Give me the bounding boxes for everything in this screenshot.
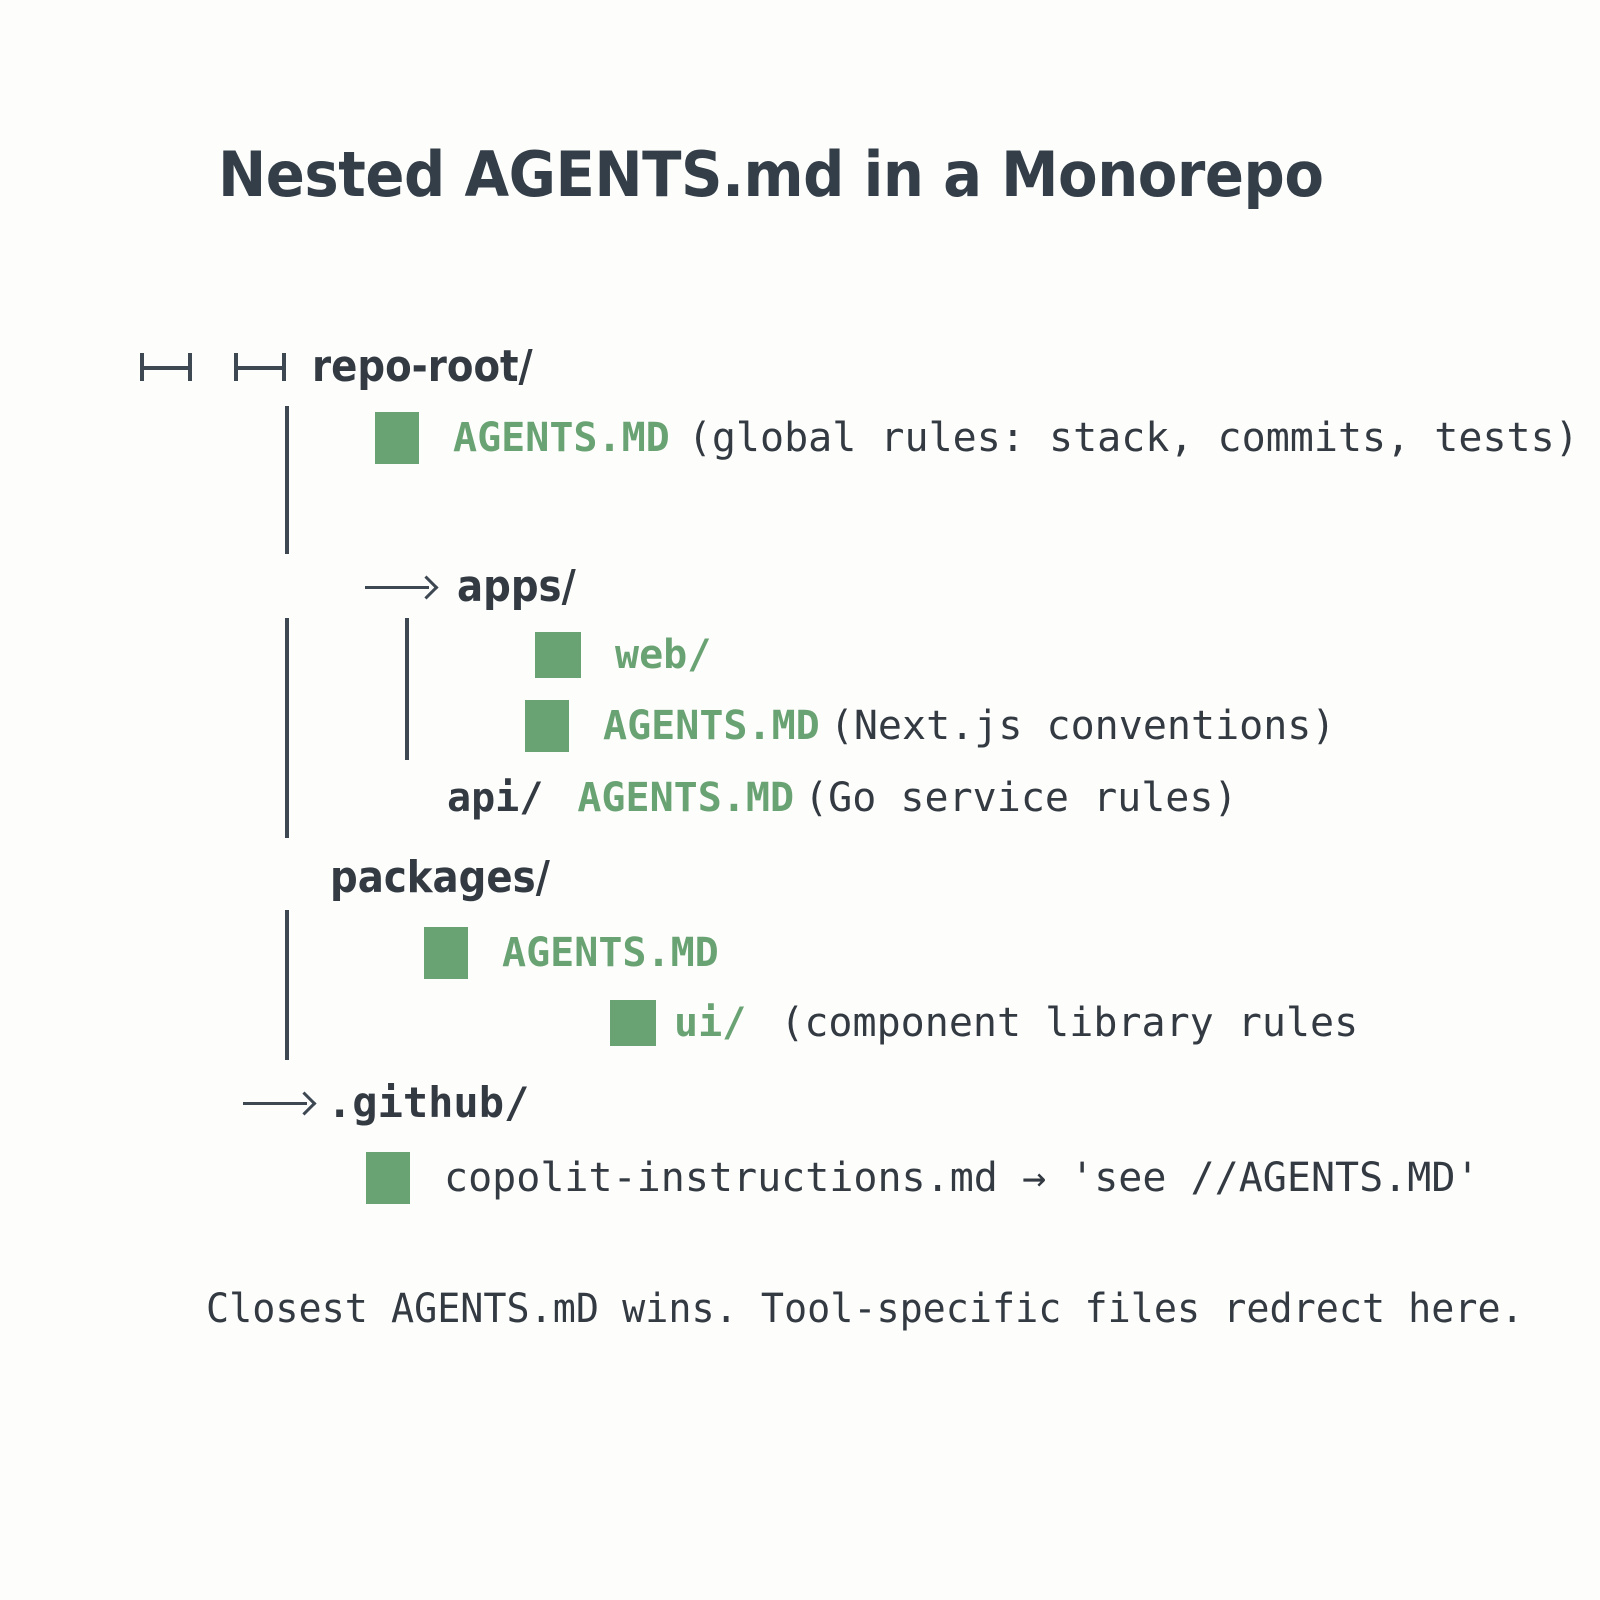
file-name-agents-md: AGENTS.MD (502, 930, 719, 976)
file-note: (Next.js conventions) (829, 703, 1336, 749)
dir-name-web: web/ (615, 632, 712, 678)
tree-row-ui[interactable]: ui/ (component library rules (610, 1000, 1358, 1046)
tree-row-web-agents[interactable]: AGENTS.MD (Next.js conventions) (525, 700, 1335, 752)
tree-row-copilot-instructions[interactable]: copolit-instructions.md → 'see //AGENTS.… (366, 1152, 1480, 1204)
tree-label-packages: packages/ (330, 852, 550, 903)
tree-guide-line-root-2 (285, 618, 289, 838)
file-note: (global rules: stack, commits, tests) (687, 415, 1579, 461)
green-file-icon (375, 412, 419, 464)
footer-caption: Closest AGENTS.mD wins. Tool-specific fi… (206, 1286, 1524, 1332)
tree-row-packages-agents[interactable]: AGENTS.MD (424, 927, 719, 979)
tree-row-web[interactable]: web/ (535, 632, 711, 678)
tree-guide-line-root-3 (285, 910, 289, 1060)
file-name-copilot-instructions: copolit-instructions.md → 'see //AGENTS.… (444, 1155, 1480, 1201)
arrow-right-icon (365, 568, 439, 606)
green-file-icon (525, 700, 569, 752)
tree-guide-line-apps (405, 618, 409, 760)
tree-guide-line-root-1 (285, 406, 289, 554)
green-file-icon (366, 1152, 410, 1204)
tree-row-packages[interactable]: packages/ (330, 856, 580, 900)
tree-row-api[interactable]: api/ AGENTS.MD (Go service rules) (447, 778, 1238, 818)
file-name-agents-md: AGENTS.MD (453, 415, 670, 461)
tree-label-github: .github/ (327, 1078, 530, 1127)
file-note: (component library rules (780, 1000, 1359, 1046)
bracket-icon (140, 347, 200, 387)
dir-name-ui: ui/ (674, 1000, 747, 1046)
green-file-icon (610, 1000, 656, 1046)
tree-row-apps[interactable]: apps/ (365, 565, 592, 609)
file-name-agents-md: AGENTS.MD (603, 703, 820, 749)
tree-label-repo-root: repo-root/ (312, 341, 533, 392)
tree-label-apps: apps/ (457, 561, 576, 612)
green-file-icon (424, 927, 468, 979)
page-title: Nested AGENTS.md in a Monorepo (218, 138, 1324, 211)
tree-row-github[interactable]: .github/ (243, 1082, 529, 1124)
tree-row-repo-root[interactable]: repo-root/ (140, 345, 563, 389)
tree-label-api: api/ (447, 775, 544, 821)
tree-row-root-agents[interactable]: AGENTS.MD (global rules: stack, commits,… (375, 412, 1579, 464)
file-name-agents-md: AGENTS.MD (577, 775, 795, 821)
arrow-right-icon (243, 1084, 317, 1122)
green-file-icon (535, 632, 581, 678)
bracket-icon (234, 347, 294, 387)
file-note: (Go service rules) (804, 775, 1238, 821)
